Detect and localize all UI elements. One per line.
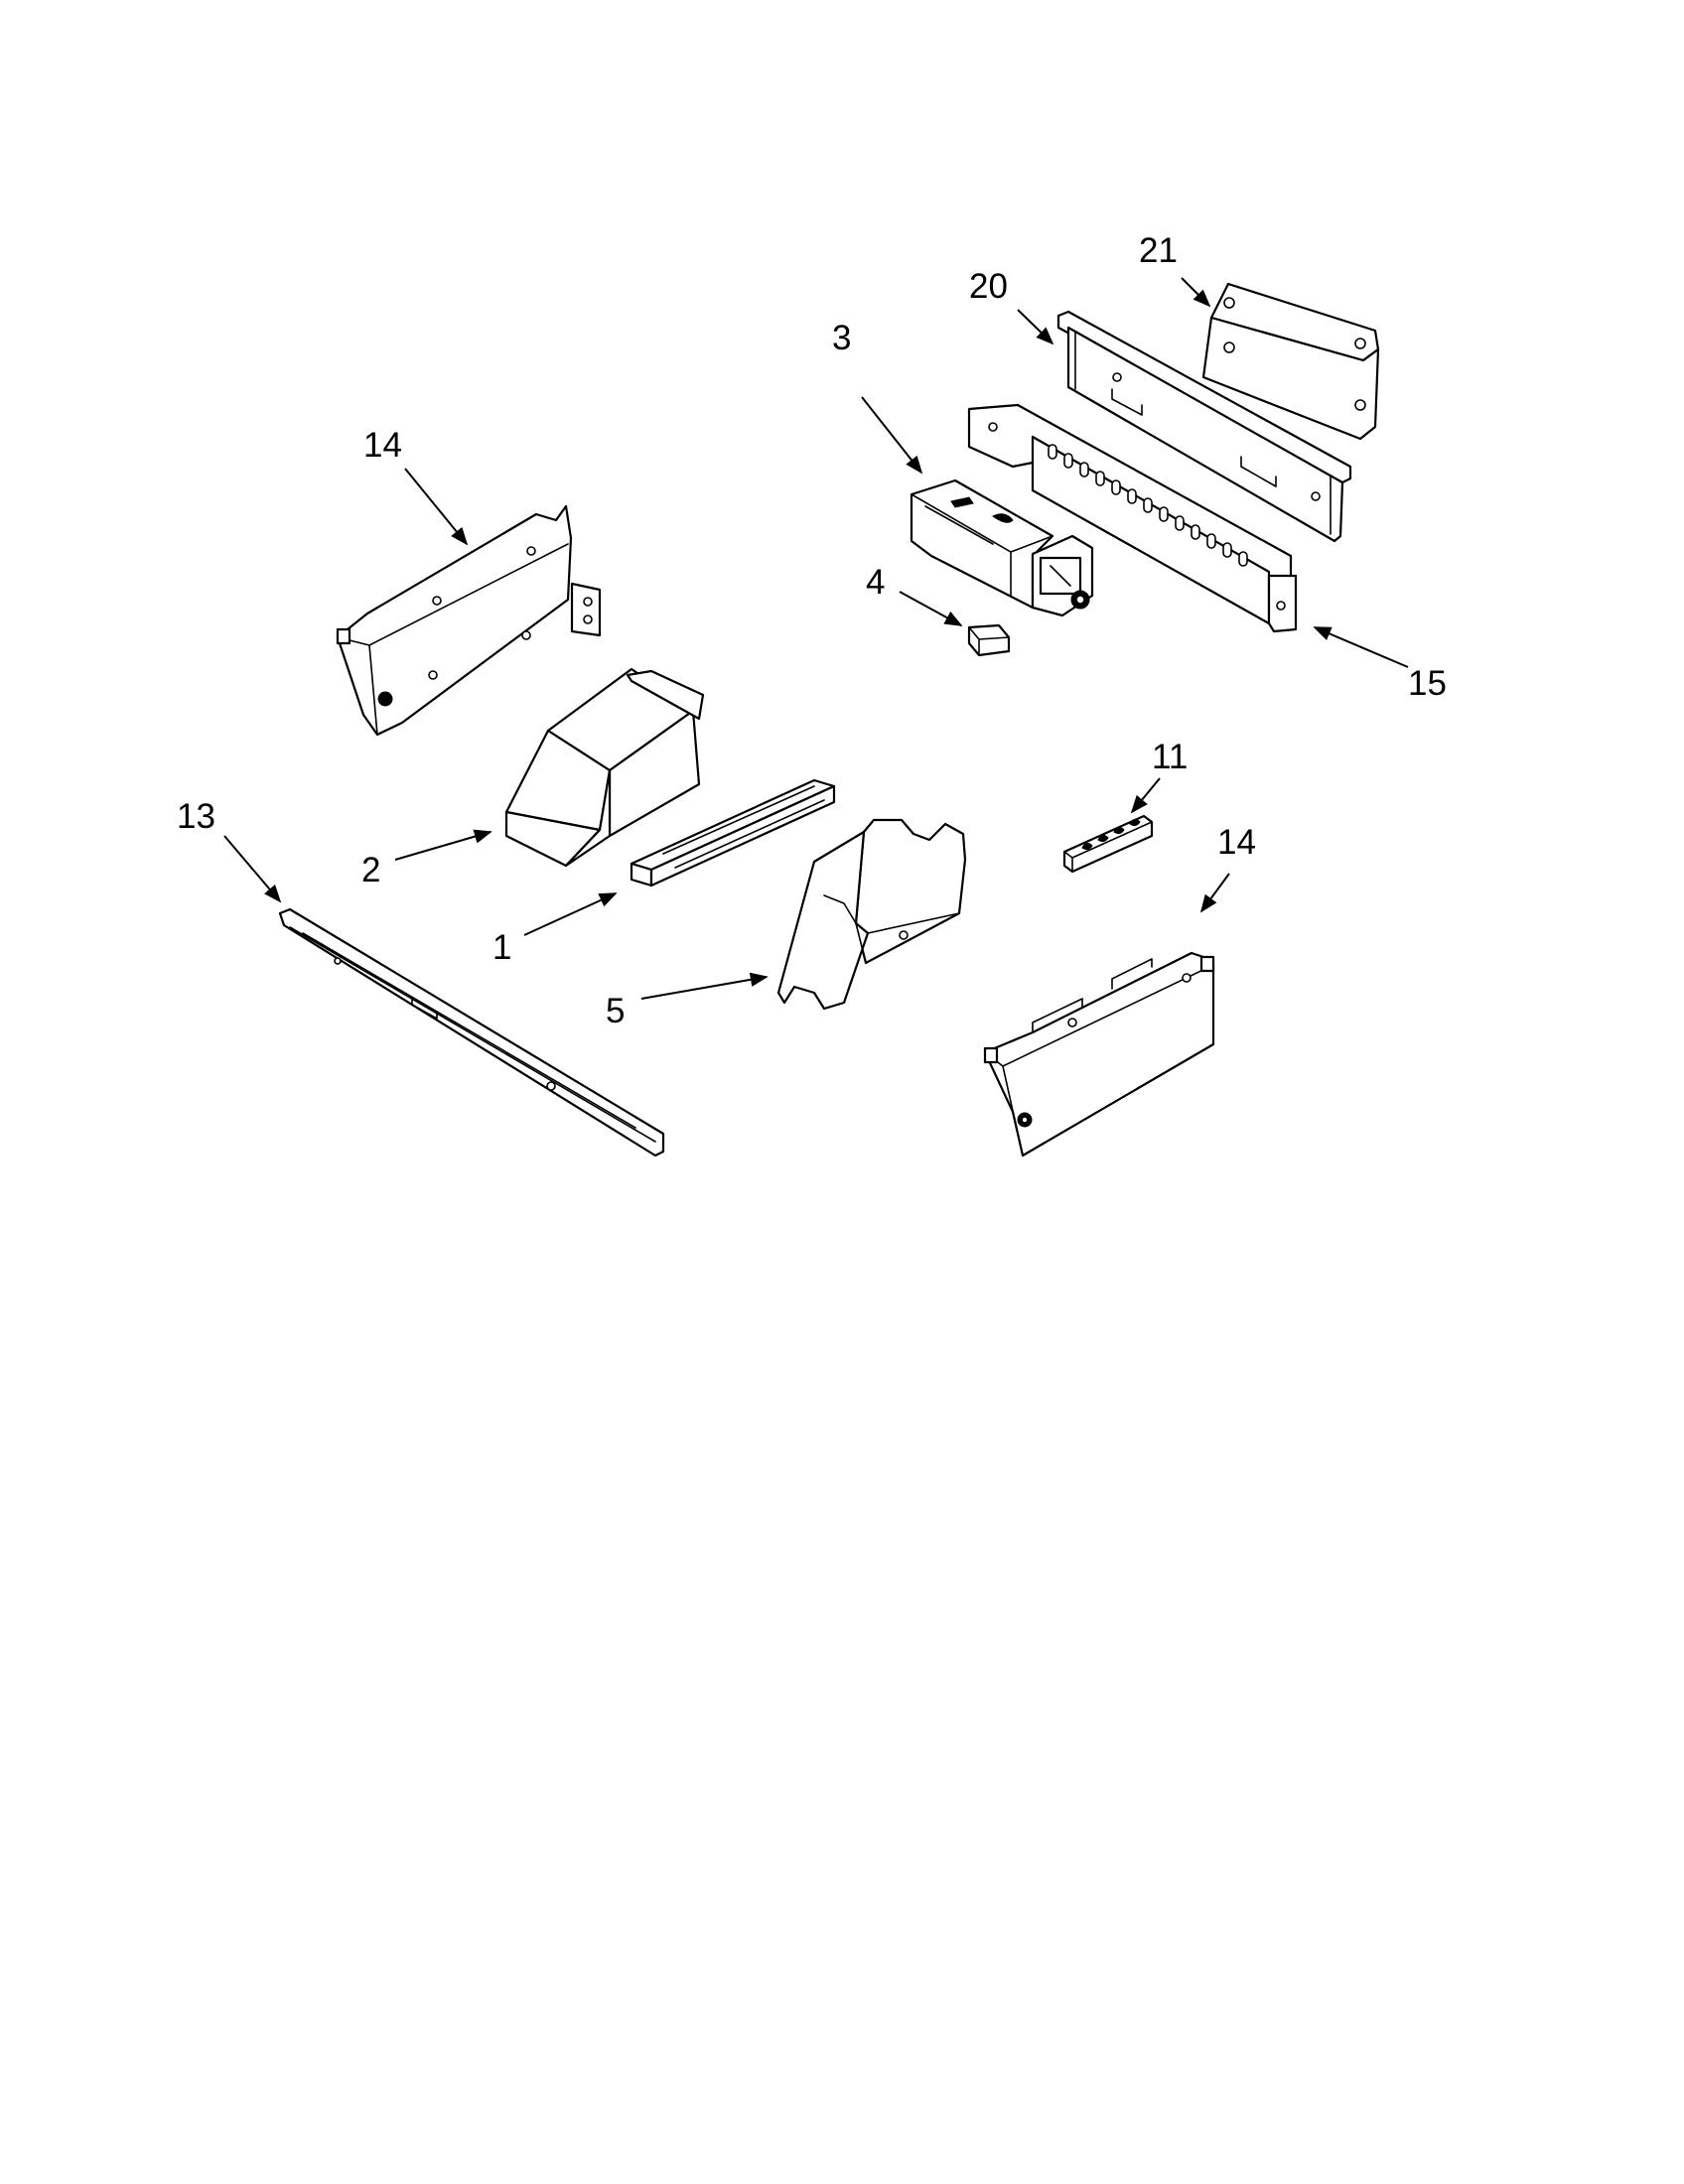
callout-14-top: 14 — [363, 426, 402, 465]
leader-5 — [640, 972, 769, 1000]
part-15-perforated-bracket — [967, 403, 1298, 633]
leader-13 — [223, 835, 282, 903]
part-20-bracket — [1056, 310, 1352, 543]
part-14-bottom-panel — [983, 951, 1215, 1158]
part-2-duct — [504, 667, 705, 868]
part-5-baffle — [776, 818, 967, 1011]
callout-3: 3 — [832, 319, 851, 357]
callout-1: 1 — [492, 928, 511, 967]
part-21-plate — [1201, 282, 1380, 441]
leader-15 — [1313, 626, 1409, 668]
part-11-terminal-block — [1062, 814, 1154, 874]
leader-20 — [1017, 309, 1054, 345]
callout-14-bottom: 14 — [1217, 823, 1256, 862]
callout-21: 21 — [1139, 231, 1178, 270]
part-1-strip — [630, 778, 836, 887]
leader-3 — [861, 396, 923, 475]
callout-2: 2 — [361, 851, 380, 889]
callout-15: 15 — [1408, 664, 1447, 703]
callout-4: 4 — [866, 563, 885, 602]
leader-1 — [523, 892, 618, 936]
perforation-slots — [1048, 444, 1248, 567]
leader-14-bottom — [1199, 873, 1230, 913]
leader-14-top — [404, 468, 469, 546]
leader-arrows — [223, 277, 1409, 1000]
part-3-valve-assembly — [910, 478, 1094, 617]
part-14-top-panel — [336, 504, 602, 737]
callout-labels: 21 20 3 14 4 15 11 13 2 14 1 5 — [177, 231, 1447, 1030]
callout-11: 11 — [1152, 738, 1188, 776]
callout-13: 13 — [177, 797, 215, 836]
leader-2 — [394, 829, 492, 861]
callout-20: 20 — [969, 267, 1008, 306]
leader-21 — [1181, 277, 1211, 308]
part-13-rail — [278, 907, 665, 1158]
leader-11 — [1130, 777, 1161, 814]
leader-4 — [899, 591, 963, 626]
callout-5: 5 — [606, 992, 625, 1030]
part-4-connector — [967, 623, 1011, 657]
